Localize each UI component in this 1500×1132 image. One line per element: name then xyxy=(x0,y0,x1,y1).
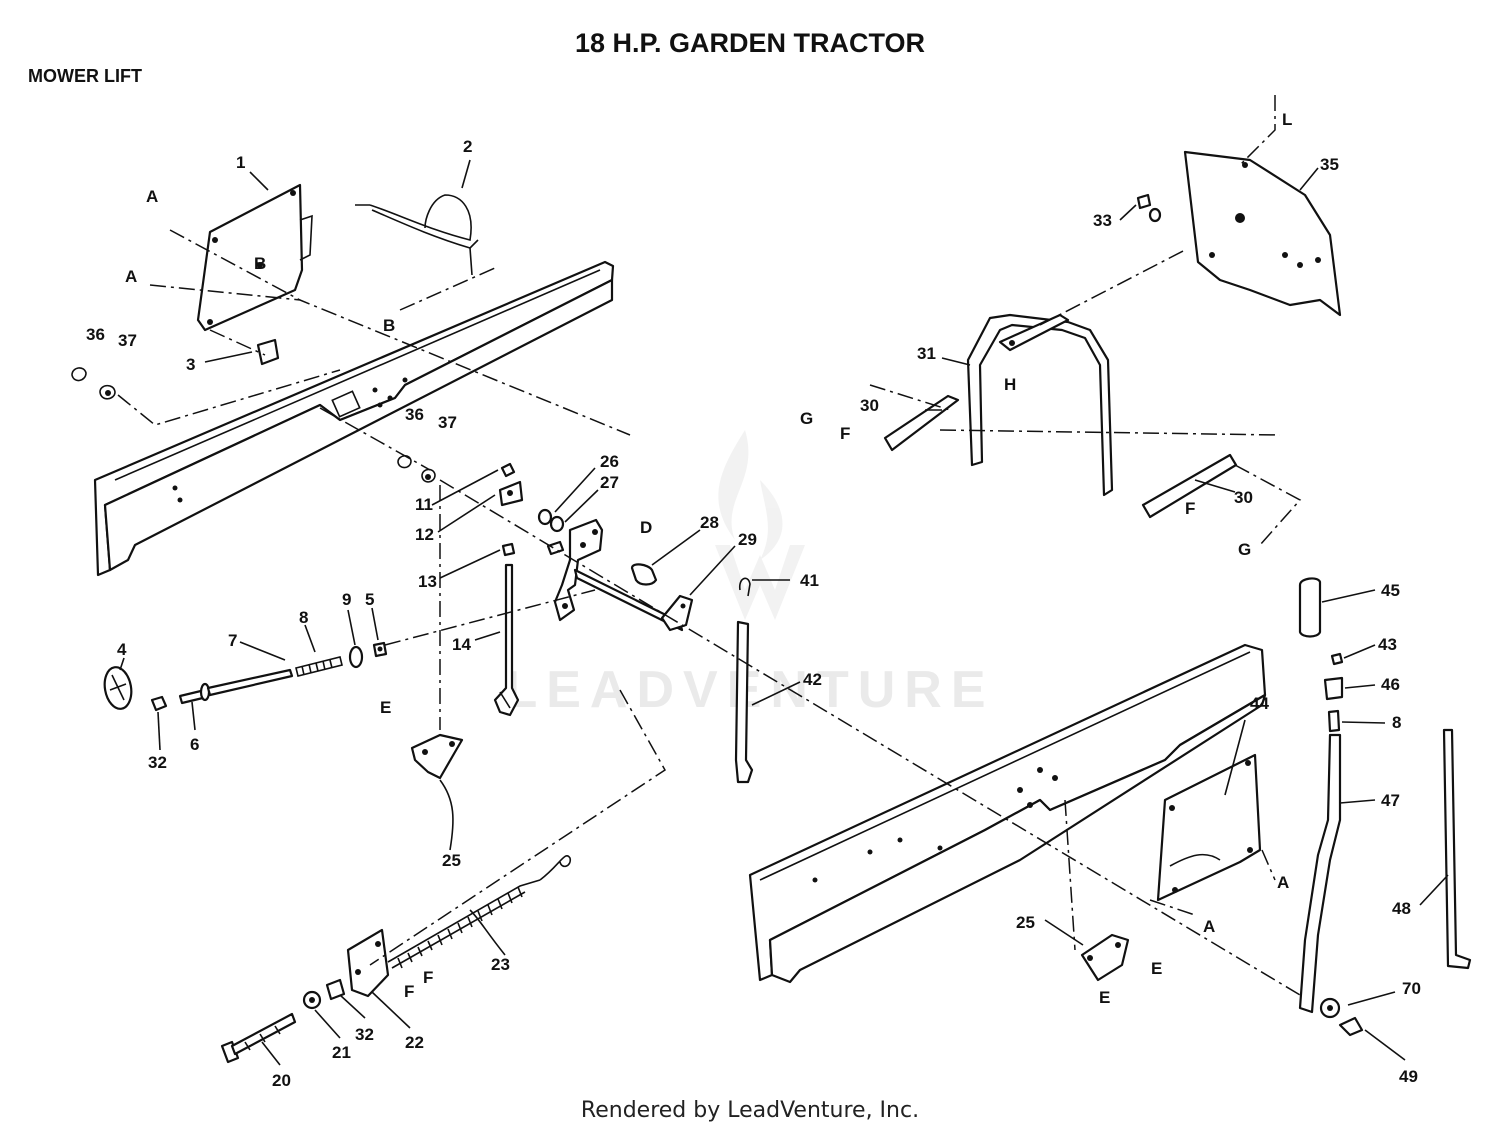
ref-a-4: A xyxy=(1203,917,1215,936)
callout-1: 1 xyxy=(236,153,245,172)
callout-70: 70 xyxy=(1402,979,1421,998)
leader-lines xyxy=(119,159,1449,1066)
lift-shaft-assembly xyxy=(537,508,694,632)
callout-12: 12 xyxy=(415,525,434,544)
callout-47: 47 xyxy=(1381,791,1400,810)
callout-8-right: 8 xyxy=(1392,713,1401,732)
callout-45: 45 xyxy=(1381,581,1400,600)
callout-49: 49 xyxy=(1399,1067,1418,1086)
ref-e-3: E xyxy=(1099,988,1110,1007)
callout-26: 26 xyxy=(600,452,619,471)
callout-2: 2 xyxy=(463,137,472,156)
callout-labels: 1 2 3 4 5 6 7 8 9 11 12 13 14 20 21 22 2… xyxy=(86,137,1421,1090)
ref-a-2: A xyxy=(125,267,137,286)
footer-credit: Rendered by LeadVenture, Inc. xyxy=(580,1098,920,1123)
ref-e-1: E xyxy=(380,698,391,717)
ref-h: H xyxy=(1004,375,1016,394)
callout-28: 28 xyxy=(700,513,719,532)
callout-48: 48 xyxy=(1392,899,1411,918)
centerlines xyxy=(117,95,1302,996)
callout-29: 29 xyxy=(738,530,757,549)
ref-g-2: G xyxy=(1238,540,1251,559)
callout-6: 6 xyxy=(190,735,199,754)
callout-35: 35 xyxy=(1320,155,1339,174)
callout-22: 22 xyxy=(405,1033,424,1052)
callout-3: 3 xyxy=(186,355,195,374)
callout-8: 8 xyxy=(299,608,308,627)
link-assembly-11-14 xyxy=(493,462,524,717)
callout-9: 9 xyxy=(342,590,351,609)
callout-37-center: 37 xyxy=(438,413,457,432)
fastener-36-37-left xyxy=(71,367,116,400)
callout-23: 23 xyxy=(491,955,510,974)
watermark-logo xyxy=(715,430,805,620)
callout-4: 4 xyxy=(117,640,127,659)
ref-a-1: A xyxy=(146,187,158,206)
callout-30-left: 30 xyxy=(860,396,879,415)
part-25-bracket-right xyxy=(1080,933,1130,982)
ref-e-2: E xyxy=(1151,959,1162,978)
ref-b-1: B xyxy=(254,254,266,273)
callout-46: 46 xyxy=(1381,675,1400,694)
spring-assembly xyxy=(220,855,572,1064)
ref-a-3: A xyxy=(1277,873,1289,892)
callout-14: 14 xyxy=(452,635,471,654)
part-4-cap xyxy=(103,666,133,710)
callout-25-left: 25 xyxy=(442,851,461,870)
callout-33: 33 xyxy=(1093,211,1112,230)
callout-32-right: 32 xyxy=(355,1025,374,1044)
reference-letters: A A A A B B D E E E F F F F G G H L xyxy=(125,110,1292,1007)
callout-31: 31 xyxy=(917,344,936,363)
callout-43: 43 xyxy=(1378,635,1397,654)
part-25-bracket-left xyxy=(410,733,464,780)
ref-g-1: G xyxy=(800,409,813,428)
callout-41: 41 xyxy=(800,571,819,590)
lift-bolt-assembly xyxy=(150,641,388,712)
callout-37-left: 37 xyxy=(118,331,137,350)
part-3-pad xyxy=(256,338,280,366)
callout-7: 7 xyxy=(228,631,237,650)
callout-36-left: 36 xyxy=(86,325,105,344)
callout-32-left: 32 xyxy=(148,753,167,772)
ref-f-3: F xyxy=(423,968,433,987)
part-48-rod xyxy=(1442,728,1472,970)
ref-f-1: F xyxy=(840,424,850,443)
part-1-plate xyxy=(196,183,313,332)
part-2-bracket xyxy=(369,194,479,276)
callout-5: 5 xyxy=(365,590,374,609)
diagram-title: 18 H.P. GARDEN TRACTOR xyxy=(574,28,926,58)
ref-b-2: B xyxy=(383,316,395,335)
ref-d: D xyxy=(640,518,652,537)
lift-handle-assembly xyxy=(1298,577,1364,1037)
callout-30-right: 30 xyxy=(1234,488,1253,507)
right-frame-rail xyxy=(748,643,1267,984)
callout-13: 13 xyxy=(418,572,437,591)
lift-arm-assembly xyxy=(883,313,1238,519)
left-frame-rail xyxy=(93,260,615,577)
ref-f-4: F xyxy=(404,982,414,1001)
part-44-plate xyxy=(1156,753,1262,902)
ref-f-2: F xyxy=(1185,499,1195,518)
part-33-bolt xyxy=(1136,193,1162,223)
callout-44: 44 xyxy=(1250,694,1269,713)
callout-36-center: 36 xyxy=(405,405,424,424)
callout-25-right: 25 xyxy=(1016,913,1035,932)
callout-21: 21 xyxy=(332,1043,351,1062)
callout-11: 11 xyxy=(415,495,433,514)
ref-l: L xyxy=(1282,110,1292,129)
part-35-panel xyxy=(1183,150,1342,317)
fastener-36-37-center xyxy=(397,455,436,483)
callout-20: 20 xyxy=(272,1071,291,1090)
section-label: MOWER LIFT xyxy=(28,66,142,86)
callout-42: 42 xyxy=(803,670,822,689)
part-41-42-rod xyxy=(734,577,754,784)
callout-27: 27 xyxy=(600,473,619,492)
